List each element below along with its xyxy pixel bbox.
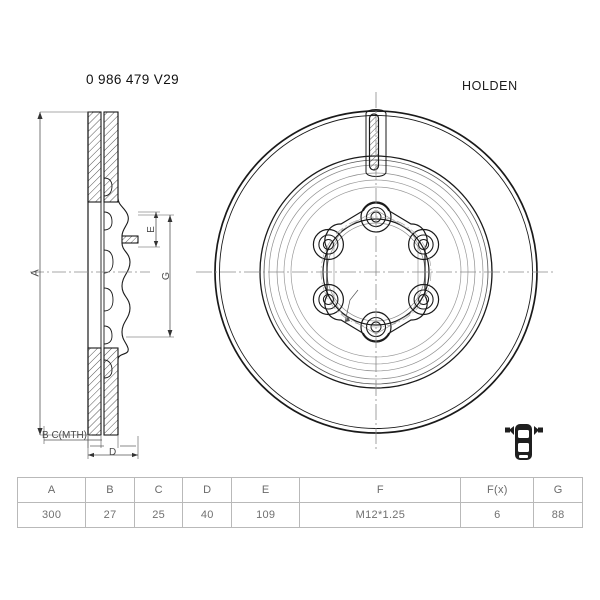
front-axle-car-icon — [505, 424, 543, 460]
bolt-hole — [312, 283, 344, 316]
dimension-e — [138, 211, 160, 248]
table-header-cell: B — [85, 477, 135, 503]
table-value-cell: 25 — [133, 502, 184, 528]
table-header-cell: A — [16, 477, 87, 503]
section-friction-ring-bottom — [87, 347, 119, 436]
table-header-cell: D — [182, 477, 233, 503]
bolt-hole — [408, 228, 440, 261]
dimension-a — [37, 111, 92, 436]
table-header-cell: C — [133, 477, 184, 503]
dimension-label-b-c: B C(MTH) — [42, 430, 87, 441]
dimension-label-e: E — [145, 226, 157, 233]
table-value-cell: 300 — [16, 502, 87, 528]
cross-section-view — [30, 111, 174, 459]
dimension-d — [87, 436, 139, 459]
section-outboard-face — [87, 112, 105, 435]
bolt-hole — [312, 228, 344, 261]
dimension-label-g: G — [160, 271, 173, 281]
brand-label: HOLDEN — [462, 79, 518, 93]
table-header-cell: G — [533, 477, 583, 503]
section-vane-webs — [103, 177, 114, 379]
table-value-cell: 40 — [182, 502, 233, 528]
table-header-cell: E — [231, 477, 301, 503]
table-value-cell: M12*1.25 — [299, 502, 462, 528]
table-header-cell: F(x) — [460, 477, 535, 503]
front-view — [196, 92, 556, 452]
table-header-row: A B C D E F F(x) G — [16, 477, 583, 503]
table-value-cell: 27 — [85, 502, 135, 528]
section-hub-profile — [117, 112, 139, 435]
specification-table: A B C D E F F(x) G 300 27 25 40 109 M12*… — [16, 477, 583, 528]
bolt-hole — [408, 283, 440, 316]
part-number-label: 0 986 479 V29 — [86, 72, 180, 87]
dimension-label-a: A — [29, 269, 42, 277]
dimension-label-d: D — [109, 447, 117, 458]
section-friction-ring-top — [87, 111, 119, 203]
table-value-cell: 6 — [460, 502, 535, 528]
hub-leader-callout — [344, 289, 359, 323]
table-value-cell: 88 — [533, 502, 583, 528]
table-value-row: 300 27 25 40 109 M12*1.25 6 88 — [16, 502, 583, 528]
brake-indicator-left-icon — [509, 426, 514, 435]
table-value-cell: 109 — [231, 502, 301, 528]
dimension-g — [126, 214, 174, 338]
brake-indicator-right-icon — [534, 426, 539, 435]
table-header-cell: F — [299, 477, 462, 503]
